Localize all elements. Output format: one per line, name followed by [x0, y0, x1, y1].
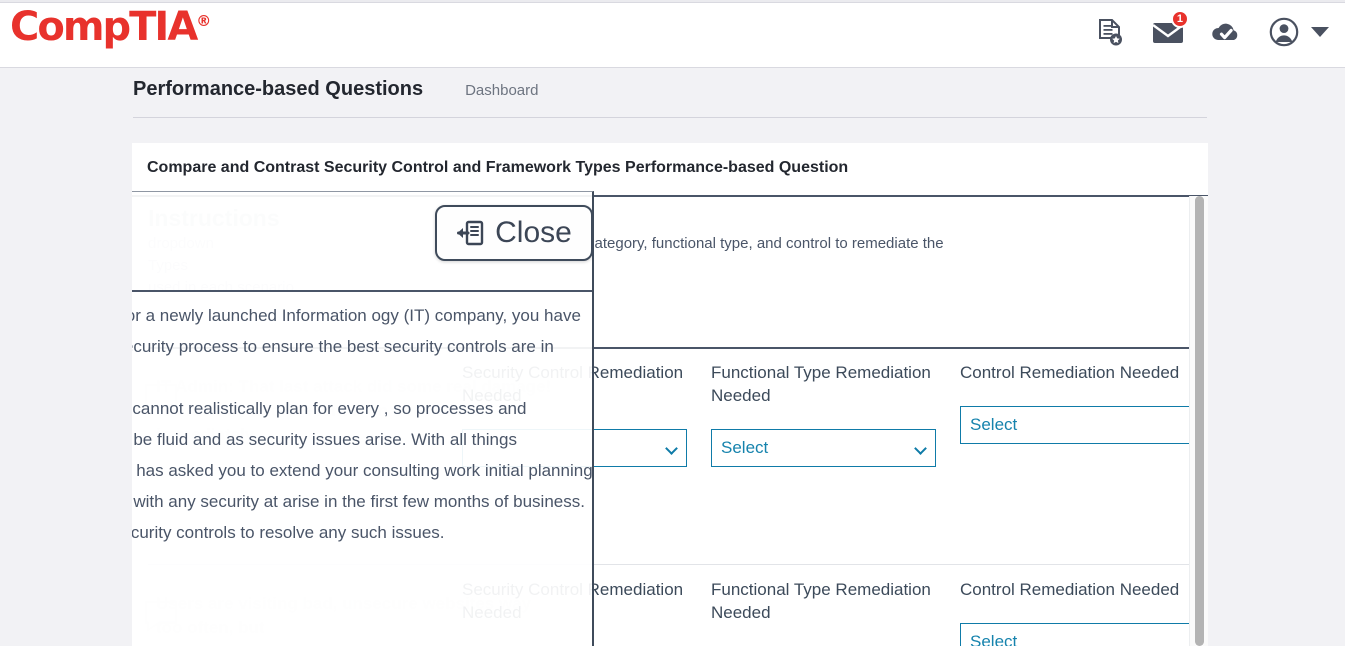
vertical-scrollbar[interactable] [1195, 196, 1204, 646]
registered-mark: ® [196, 12, 212, 30]
header-icon-group: 1 [1093, 10, 1329, 50]
dropdown-columns: Security Control Remediation Needed Func… [462, 578, 1208, 646]
chevron-down-icon [914, 442, 927, 455]
functional-type-select[interactable]: Select [711, 429, 936, 467]
scenario-modal: ario Close urity consultant for a newly … [132, 191, 594, 646]
select-value: Select [721, 438, 769, 457]
instructions-divider [148, 347, 1192, 349]
logo-text: CompTIA [10, 4, 198, 50]
account-chevron-down-icon[interactable] [1311, 27, 1329, 37]
modal-header: ario Close [132, 192, 592, 265]
message-count-badge: 1 [1170, 10, 1189, 28]
exit-arrow-icon [457, 220, 484, 246]
envelope-icon[interactable]: 1 [1151, 10, 1189, 50]
document-star-icon[interactable] [1093, 14, 1127, 50]
chevron-down-icon [665, 442, 678, 455]
user-avatar-icon[interactable] [1267, 14, 1301, 50]
scenario-paragraph: , an organization cannot realistically p… [132, 399, 593, 542]
app-header: CompTIA® 1 [0, 0, 1345, 68]
column-header: Control Remediation Needed [960, 363, 1180, 382]
row-divider [148, 564, 1192, 565]
tabbar-divider [133, 117, 1207, 118]
column-functional-type: Functional Type Remediation Needed Selec… [711, 361, 960, 467]
question-title: Compare and Contrast Security Control an… [147, 159, 849, 176]
column-header: Functional Type Remediation Needed [711, 580, 931, 622]
modal-header-divider [132, 290, 592, 292]
scenario-paragraph: urity consultant for a newly launched In… [132, 306, 581, 356]
column-control-remediation: Control Remediation Needed Select [960, 361, 1208, 467]
card-title-divider [132, 195, 1208, 197]
control-remediation-select[interactable]: Select [960, 623, 1208, 646]
cloud-check-icon[interactable] [1209, 14, 1243, 50]
column-header: Functional Type Remediation Needed [711, 363, 931, 405]
page-tabbar: Performance-based Questions Dashboard [0, 68, 1345, 118]
column-control-remediation: Control Remediation Needed Select [960, 578, 1208, 646]
column-header: Control Remediation Needed [960, 580, 1180, 599]
modal-scenario-text: urity consultant for a newly launched In… [132, 300, 593, 548]
select-value: Select [970, 632, 1018, 646]
tab-performance-based-questions[interactable]: Performance-based Questions [133, 78, 424, 100]
tab-dashboard[interactable]: Dashboard [465, 82, 539, 99]
select-value: Select [970, 415, 1018, 434]
column-functional-type: Functional Type Remediation Needed Selec… [711, 578, 960, 646]
instructions-visible-text: trol category, functional type, and cont… [562, 235, 944, 252]
window-chrome-strip [0, 0, 1345, 3]
control-remediation-select[interactable]: Select [960, 406, 1208, 444]
close-button-label: Close [495, 216, 572, 249]
close-button[interactable]: Close [435, 205, 592, 261]
comptia-logo[interactable]: CompTIA® [10, 4, 211, 50]
